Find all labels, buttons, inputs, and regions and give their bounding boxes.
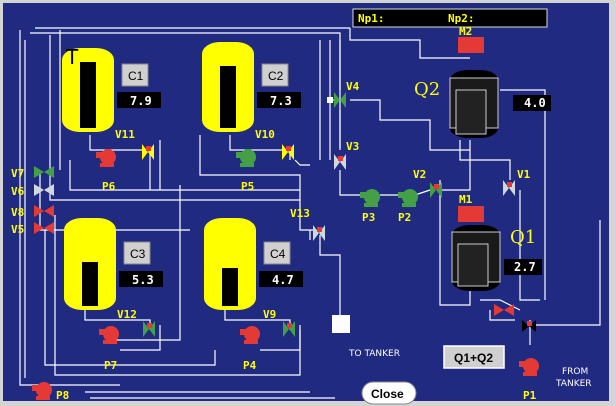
pump-p1[interactable]: P1 <box>519 358 539 402</box>
valve-v4[interactable]: V4 <box>327 80 360 108</box>
valve-v10-label: V10 <box>255 128 275 141</box>
pump-p7-label: P7 <box>104 359 117 372</box>
valve-v13[interactable]: V13 <box>290 207 325 241</box>
pump-p3-label: P3 <box>362 211 375 224</box>
valve-q1-outlet[interactable] <box>494 304 514 316</box>
valve-v5[interactable]: V5 <box>11 222 54 236</box>
pump-p1-label: P1 <box>523 389 537 402</box>
mixer-m2-icon <box>458 37 484 53</box>
tank-q2-label: Q2 <box>414 79 440 100</box>
valve-v6[interactable]: V6 <box>11 184 54 198</box>
tank-c4: C4 4.7 <box>204 218 303 310</box>
pump-p5[interactable]: P5 <box>236 149 256 193</box>
pipes <box>19 27 601 399</box>
tank-c3-label: C3 <box>130 247 146 261</box>
pump-p6-label: P6 <box>102 180 116 193</box>
tank-c4-label: C4 <box>270 247 286 261</box>
valve-v9-label: V9 <box>263 308 276 321</box>
np-display <box>352 8 548 28</box>
valve-v8-label: V8 <box>11 206 24 219</box>
valve-v11-label: V11 <box>115 128 135 141</box>
tanker-outlet-indicator <box>332 315 350 333</box>
svg-text:T: T <box>65 45 79 69</box>
valve-v12-label: V12 <box>117 308 137 321</box>
from-tanker-label-2: TANKER <box>555 379 592 389</box>
valve-v2[interactable]: V2 <box>413 168 442 198</box>
valve-tanker-inlet[interactable] <box>522 320 536 332</box>
mixer-m1-icon <box>458 206 484 222</box>
valve-v7-label: V7 <box>11 167 24 180</box>
to-tanker-label: TO TANKER <box>348 349 400 359</box>
valve-v1-label: V1 <box>517 168 531 181</box>
pump-p5-label: P5 <box>241 180 254 193</box>
tank-q1-level: 2.7 <box>514 260 536 274</box>
from-tanker-label-1: FROM <box>562 367 588 377</box>
mixer-m2-label: M2 <box>459 25 472 38</box>
tank-c2-label: C2 <box>268 69 284 83</box>
pump-p7[interactable]: P7 <box>99 326 119 372</box>
tank-c2: C2 7.3 <box>202 42 301 132</box>
pump-p8[interactable]: P8 <box>32 382 69 402</box>
pump-p3[interactable]: P3 <box>360 189 380 224</box>
valve-v11[interactable]: V11 <box>115 128 154 160</box>
tank-c2-level: 7.3 <box>270 94 292 108</box>
valve-v12[interactable]: V12 <box>117 308 155 337</box>
pump-p4[interactable]: P4 <box>240 326 260 372</box>
valve-v8[interactable]: V8 <box>11 205 54 219</box>
tank-q2: M2 Q2 4.0 <box>414 25 551 138</box>
tank-c1-level: 7.9 <box>130 94 152 108</box>
tank-c1-label: C1 <box>128 69 144 83</box>
valve-v3[interactable]: V3 <box>334 140 359 170</box>
valve-v13-label: V13 <box>290 207 310 220</box>
mixer-m1-label: M1 <box>459 193 473 206</box>
tank-q2-level: 4.0 <box>524 96 546 110</box>
pump-p6[interactable]: P6 <box>96 149 116 193</box>
valve-v4-label: V4 <box>346 80 360 93</box>
close-button-label: Close <box>371 387 404 401</box>
tank-q1: M1 Q1 2.7 <box>451 193 542 291</box>
close-button[interactable]: Close <box>361 381 417 405</box>
valve-v2-label: V2 <box>413 168 426 181</box>
np2-label: Np2: <box>448 12 475 25</box>
pump-p4-label: P4 <box>243 359 257 372</box>
pump-p2-label: P2 <box>398 211 411 224</box>
valve-v7[interactable]: V7 <box>11 166 54 180</box>
valve-v5-label: V5 <box>11 223 24 236</box>
valve-v9[interactable]: V9 <box>263 308 295 337</box>
pump-p2[interactable]: P2 <box>398 189 418 224</box>
tank-c3: C3 5.3 <box>64 218 163 310</box>
np1-label: Np1: <box>358 12 385 25</box>
q1q2-button-label: Q1+Q2 <box>454 351 493 365</box>
valve-v10[interactable]: V10 <box>255 128 294 160</box>
tank-q1-label: Q1 <box>510 227 536 248</box>
tank-c1: T C1 7.9 <box>62 45 161 132</box>
valve-v1[interactable]: V1 <box>503 168 531 196</box>
q1q2-button[interactable]: Q1+Q2 <box>443 345 505 369</box>
tank-c4-level: 4.7 <box>272 273 294 287</box>
valve-v6-label: V6 <box>11 185 25 198</box>
tank-c3-level: 5.3 <box>132 273 154 287</box>
valve-v3-label: V3 <box>346 140 359 153</box>
pump-p8-label: P8 <box>56 389 69 402</box>
